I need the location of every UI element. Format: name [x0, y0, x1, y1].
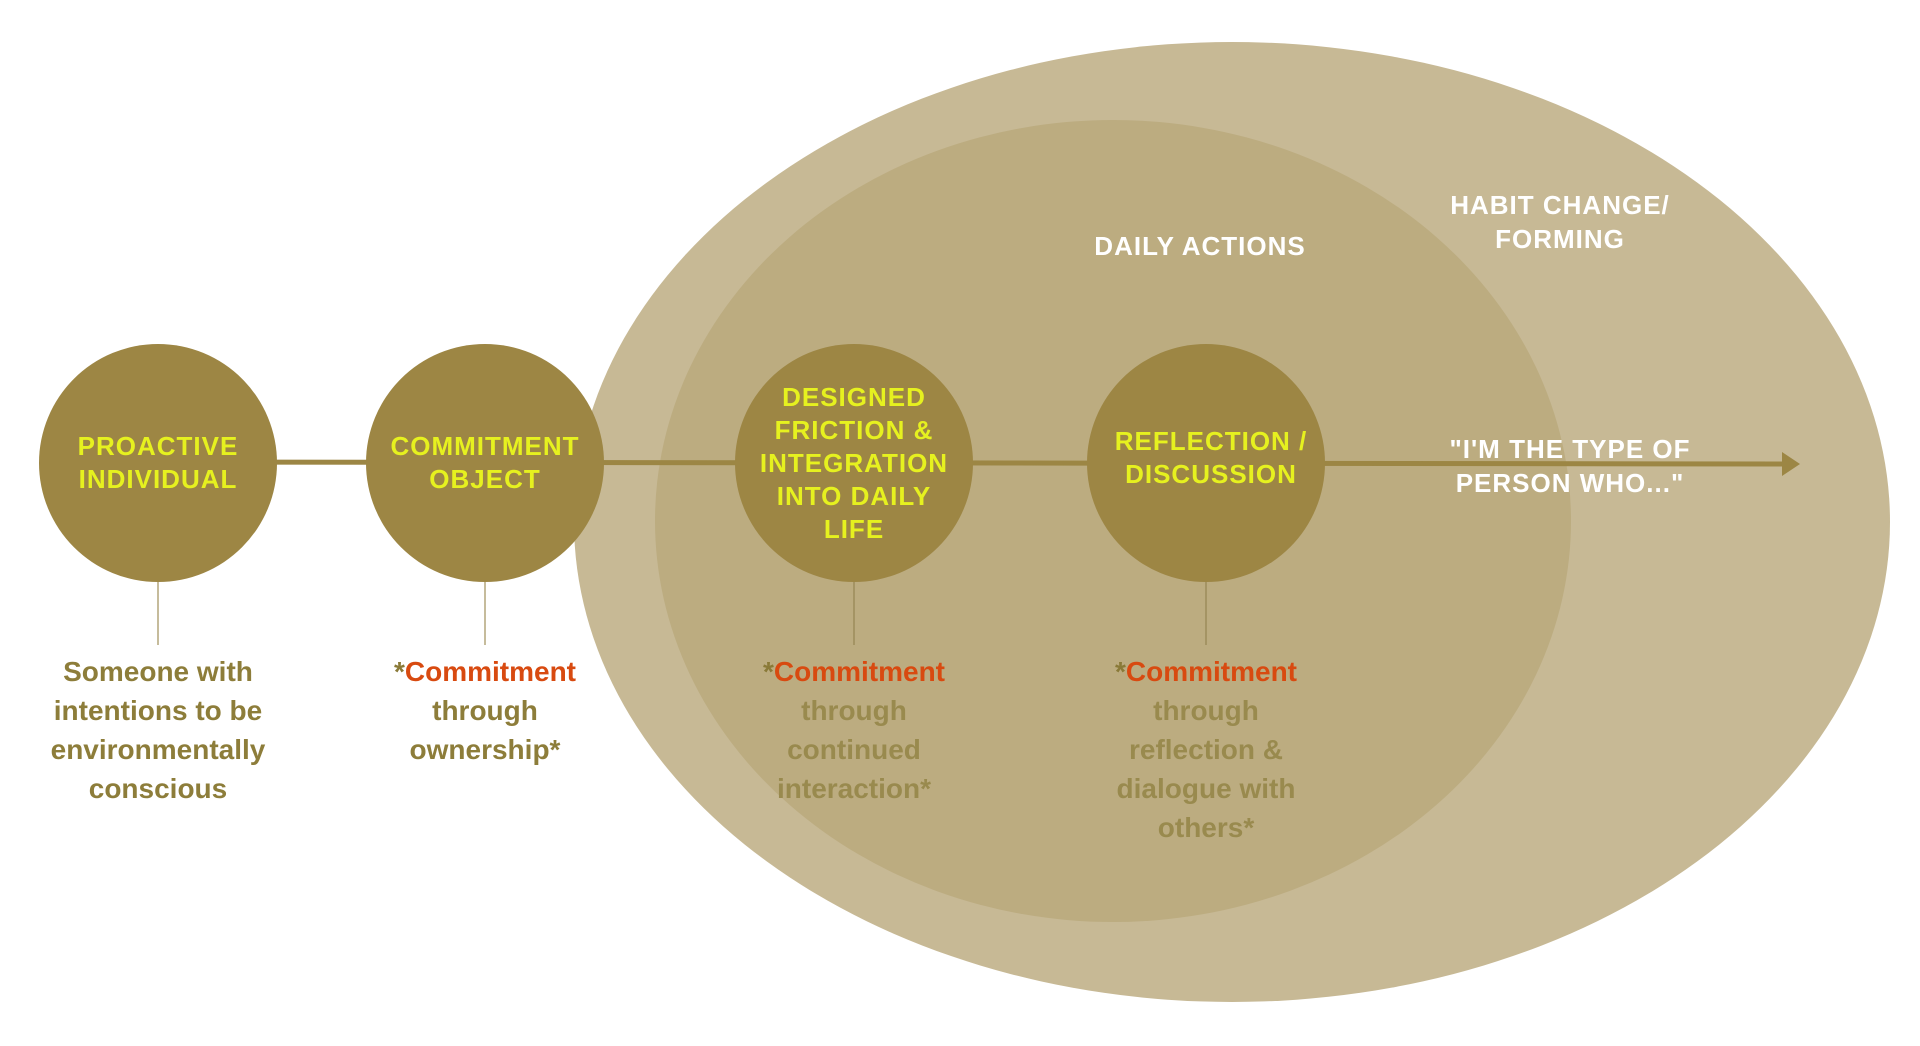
desc-3-highlight: Commitment [773, 656, 946, 687]
desc-2-line-1: *Commitment [355, 652, 615, 691]
desc-1-line-2: intentions to be [53, 695, 263, 726]
node-3-label-line-3: INTEGRATION [759, 447, 949, 478]
habit-change-label: HABIT CHANGE/ FORMING [1380, 188, 1740, 256]
desc-proactive-individual: Someone with intentions to be environmen… [28, 652, 288, 808]
node-label-proactive-individual: PROACTIVE INDIVIDUAL [48, 413, 268, 513]
desc-3-line-4: interaction* [776, 773, 932, 804]
desc-designed-friction: *Commitment through continued interactio… [724, 652, 984, 808]
desc-2-line-3: ownership* [409, 734, 561, 765]
identity-statement-line-1: "I'M THE TYPE OF [1449, 434, 1691, 464]
desc-reflection-discussion: *Commitment through reflection & dialogu… [1076, 652, 1336, 847]
desc-4-line-1: *Commitment [1076, 652, 1336, 691]
node-commitment-object [366, 344, 604, 582]
identity-statement: "I'M THE TYPE OF PERSON WHO..." [1400, 432, 1740, 500]
habit-change-label-line-1: HABIT CHANGE/ [1450, 190, 1670, 220]
node-designed-friction [735, 344, 973, 582]
desc-4-highlight: Commitment [1125, 656, 1298, 687]
node-3-label-line-1: DESIGNED [782, 381, 926, 412]
desc-commitment-object: *Commitment through ownership* [355, 652, 615, 769]
habit-change-label-line-2: FORMING [1495, 224, 1625, 254]
node-2-label-line-2: OBJECT [429, 464, 541, 494]
node-3-label-line-2: FRICTION & [774, 414, 934, 445]
node-1-label-line-2: INDIVIDUAL [78, 464, 238, 494]
desc-2-star: * [393, 656, 405, 687]
desc-4-line-3: reflection & [1128, 734, 1284, 765]
desc-4-line-5: others* [1157, 812, 1255, 843]
arrow-head [1782, 452, 1800, 476]
desc-1-line-3: environmentally [50, 734, 266, 765]
node-2-label-line-1: COMMITMENT [390, 431, 580, 461]
node-4-label-line-1: REFLECTION / [1114, 426, 1308, 456]
desc-1-line-4: conscious [88, 773, 228, 804]
node-label-reflection-discussion: REFLECTION / DISCUSSION [1091, 408, 1331, 508]
daily-actions-label: DAILY ACTIONS [1094, 231, 1306, 261]
desc-4-line-2: through [1153, 695, 1259, 726]
desc-3-line-1: *Commitment [724, 652, 984, 691]
node-reflection-discussion [1087, 344, 1325, 582]
node-label-designed-friction: DESIGNED FRICTION & INTEGRATION INTO DAI… [744, 378, 964, 548]
desc-4-line-4: dialogue with [1116, 773, 1296, 804]
desc-3-line-2: through [801, 695, 907, 726]
node-label-commitment-object: COMMITMENT OBJECT [375, 413, 595, 513]
desc-2-line-2: through [432, 695, 538, 726]
identity-statement-line-2: PERSON WHO..." [1455, 468, 1685, 498]
desc-3-line-3: continued [787, 734, 921, 765]
desc-1-line-1: Someone with [63, 656, 253, 687]
node-3-label-line-5: LIFE [823, 513, 885, 544]
node-4-label-line-2: DISCUSSION [1125, 459, 1297, 489]
desc-2-highlight: Commitment [404, 656, 577, 687]
desc-4-star: * [1114, 656, 1126, 687]
node-proactive-individual [39, 344, 277, 582]
node-1-label-line-1: PROACTIVE [77, 431, 239, 461]
node-3-label-line-4: INTO DAILY [776, 480, 932, 511]
desc-3-star: * [762, 656, 774, 687]
